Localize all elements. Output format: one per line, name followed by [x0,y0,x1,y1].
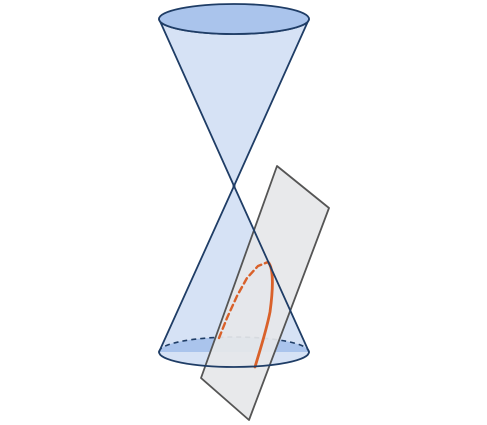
cone-apex-point [232,184,236,188]
upper-cone-body [158,18,310,187]
lower-cone-base-front-arc [158,351,310,368]
section-curve-hidden [217,260,270,340]
upper-cone-top-ellipse [158,3,310,35]
lower-cone-right-edge [233,185,310,353]
cutting-plane [200,165,330,421]
lower-cone-left-edge [158,185,235,353]
